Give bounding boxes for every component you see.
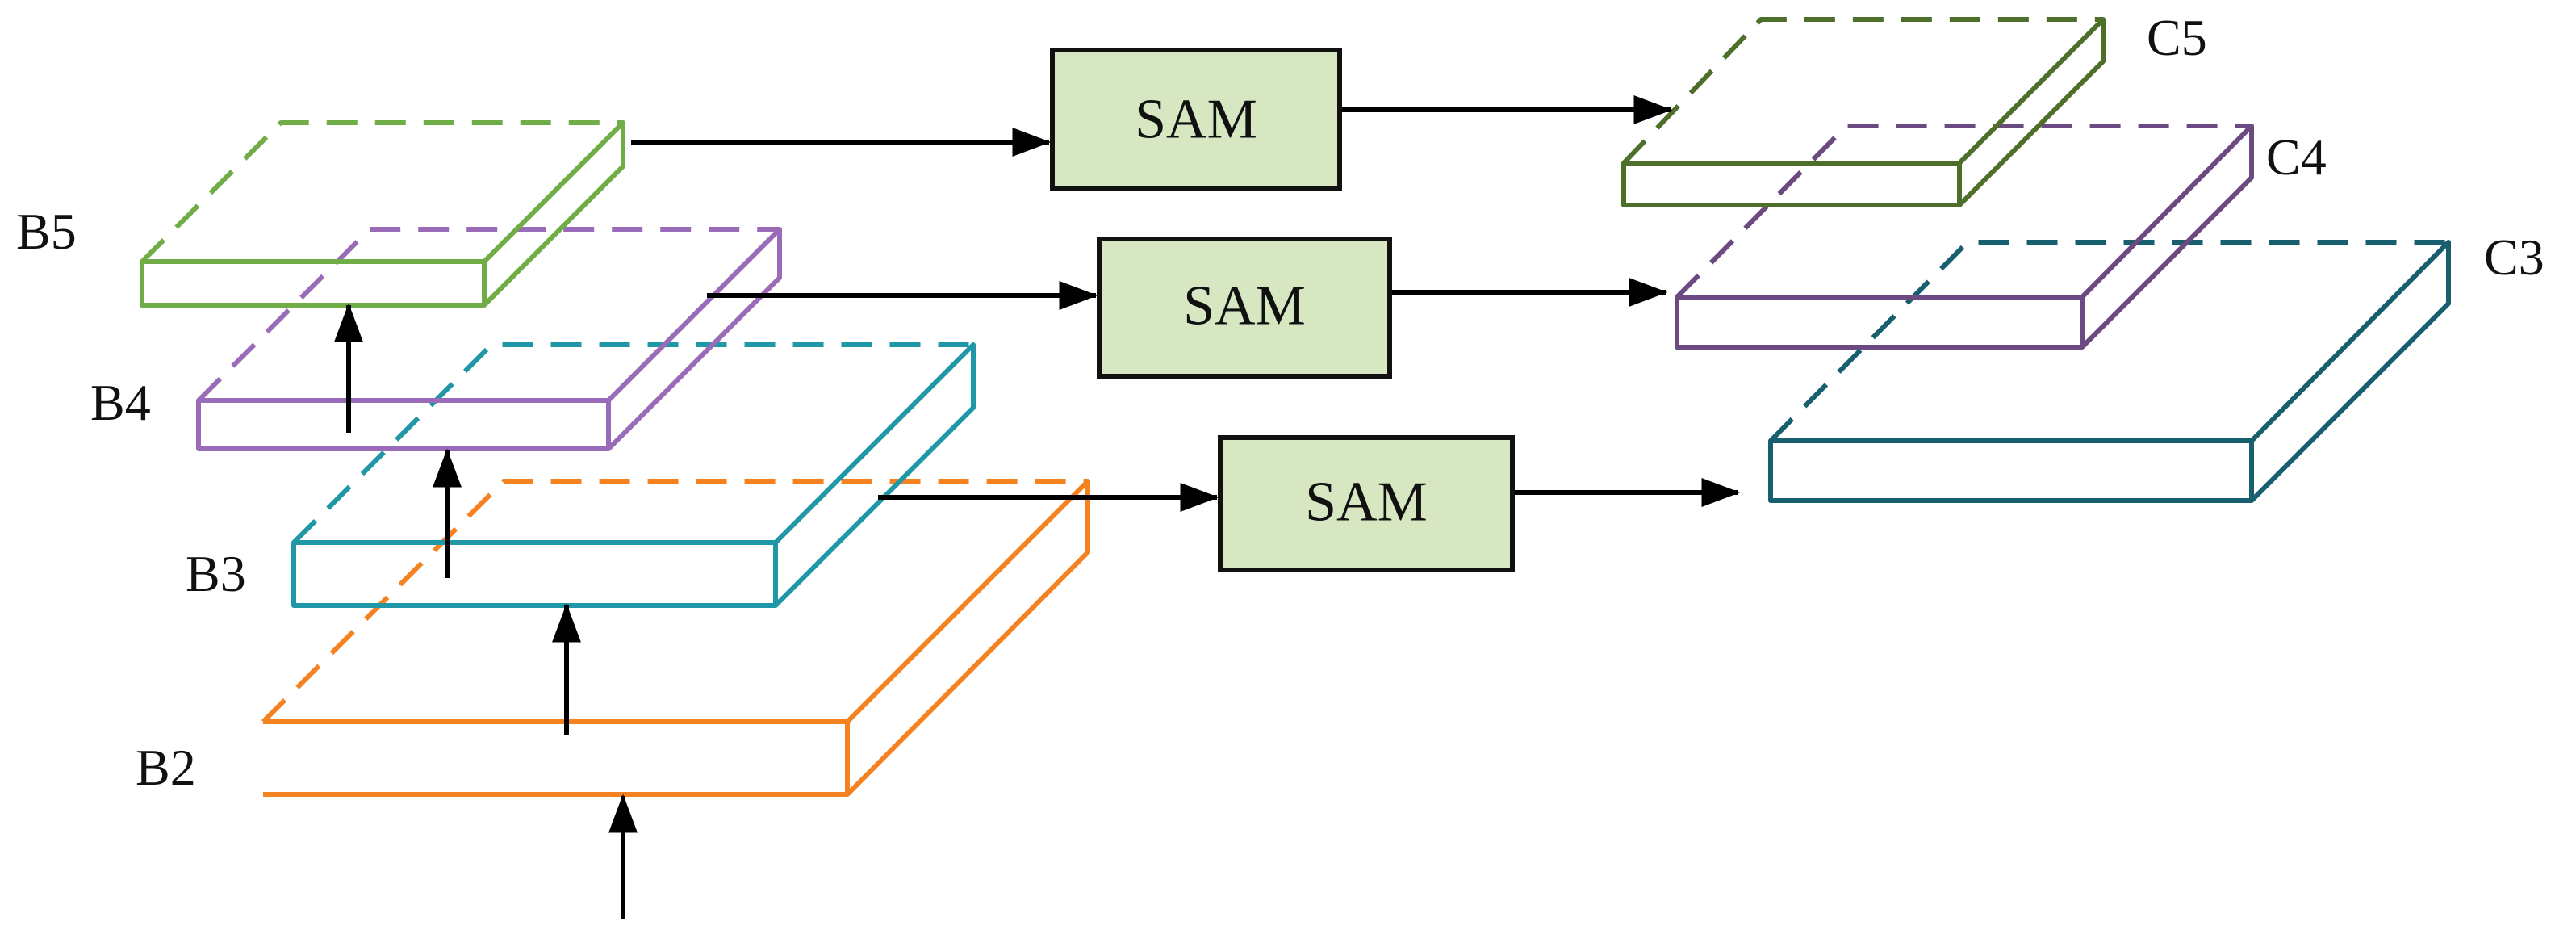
feature-map-b3 <box>291 342 976 608</box>
label-c3: C3 <box>2484 228 2545 286</box>
feature-map-c4 <box>1675 124 2254 350</box>
label-b4: B4 <box>90 374 151 431</box>
sam-module-top-label: SAM <box>1135 89 1257 151</box>
label-b3: B3 <box>186 545 246 602</box>
feature-map-c3 <box>1768 240 2451 503</box>
sam-module-mid: SAM <box>1097 237 1392 379</box>
sam-module-bottom: SAM <box>1218 435 1515 572</box>
feature-map-c5 <box>1621 17 2106 207</box>
label-b5: B5 <box>16 203 77 260</box>
sam-module-bottom-label: SAM <box>1305 471 1428 534</box>
feature-map-b2 <box>261 479 1090 797</box>
label-c5: C5 <box>2147 9 2207 66</box>
sam-module-top: SAM <box>1050 48 1342 191</box>
sam-module-mid-label: SAM <box>1183 275 1306 337</box>
feature-map-b5 <box>140 120 625 308</box>
label-c4: C4 <box>2266 128 2327 186</box>
feature-map-b4 <box>196 227 782 451</box>
label-b2: B2 <box>136 739 196 796</box>
